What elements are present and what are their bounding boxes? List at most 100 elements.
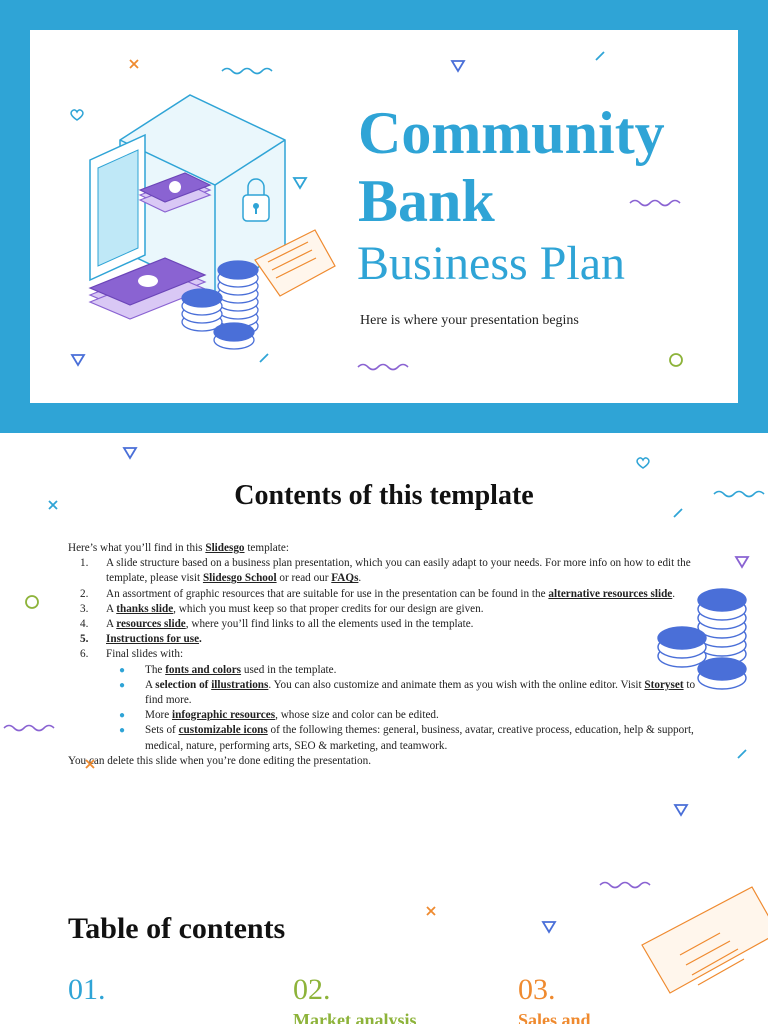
list-number: 6. — [80, 648, 89, 661]
bullet-icon: ● — [119, 679, 126, 691]
customizable-icons-link[interactable]: customizable icons — [178, 724, 268, 737]
dash-icon — [259, 353, 269, 363]
heart-icon — [70, 109, 84, 121]
intro-line: Here’s what you’ll find in this Slidesgo… — [68, 541, 708, 556]
section-label: Market analysis — [293, 1010, 417, 1024]
triangle-icon — [122, 447, 138, 460]
item-text: , which you must keep so that proper cre… — [173, 602, 484, 615]
section-number: 02. — [293, 973, 331, 1006]
receipt-icon — [254, 229, 336, 297]
triangle-icon — [673, 804, 689, 817]
dash-icon — [737, 749, 747, 759]
receipt-icon — [641, 886, 768, 994]
dash-icon — [673, 508, 683, 518]
contents-body: Here’s what you’ll find in this Slidesgo… — [68, 541, 708, 769]
intro-text: template: — [244, 542, 289, 554]
item-text: A — [106, 602, 117, 615]
illustrations-link[interactable]: illustrations — [211, 678, 269, 691]
item-text: A — [106, 618, 117, 631]
list-number: 3. — [80, 602, 89, 615]
item-text: , whose size and color can be edited. — [275, 709, 439, 722]
item-text: A slide structure based on a business pl… — [106, 557, 691, 585]
bullet-item: ● Sets of customizable icons of the foll… — [68, 723, 708, 753]
list-number: 1. — [80, 557, 89, 570]
bullet-item: ● The fonts and colors used in the templ… — [68, 663, 708, 678]
storyset-link[interactable]: Storyset — [644, 678, 684, 691]
subtitle: Business Plan — [357, 237, 626, 290]
item-text: . — [199, 633, 202, 646]
triangle-icon — [541, 921, 557, 934]
instructions-link[interactable]: Instructions for use — [106, 633, 200, 646]
item-text: . — [672, 587, 676, 600]
bullet-icon: ● — [119, 710, 126, 722]
list-item: 6. Final slides with: — [68, 647, 708, 662]
section-number: 03. — [518, 973, 556, 1006]
triangle-icon — [450, 60, 466, 73]
item-text: . — [358, 572, 362, 585]
resources-slide-link[interactable]: resources slide — [116, 618, 186, 631]
infographic-resources-link[interactable]: infographic resources — [172, 709, 276, 722]
item-text: An assortment of graphic resources that … — [106, 587, 549, 600]
cross-icon — [48, 500, 58, 510]
item-text: , where you’ll find links to all the ele… — [185, 618, 474, 631]
triangle-icon — [734, 556, 750, 569]
list-item: 4. A resources slide, where you’ll find … — [68, 617, 708, 632]
cash-stack-icon — [88, 257, 207, 320]
list-number: 5. — [80, 633, 89, 646]
thanks-slide-link[interactable]: thanks slide — [116, 602, 174, 615]
list-item: 5. Instructions for use. — [68, 632, 708, 647]
squiggle-icon — [599, 881, 651, 889]
safe-illustration — [88, 94, 336, 350]
squiggle-icon — [221, 67, 273, 75]
squiggle-icon — [3, 724, 55, 732]
section-number: 01. — [68, 973, 106, 1006]
title-slide: Community Bank Business Plan Here is whe… — [0, 0, 768, 433]
tagline: Here is where your presentation begins — [360, 313, 579, 328]
item-text: selection of — [155, 678, 212, 691]
item-text: to find more. — [145, 678, 696, 707]
list-number: 4. — [80, 618, 89, 631]
faqs-link[interactable]: FAQs — [331, 572, 359, 585]
cross-icon — [85, 759, 95, 769]
item-text: . You can also customize and animate the… — [268, 678, 645, 691]
title-line-1: Community — [358, 100, 665, 166]
title-line-2: Bank — [358, 168, 495, 234]
squiggle-icon — [357, 363, 409, 371]
toc-heading: Table of contents — [68, 912, 286, 945]
coin-stack-icon — [657, 588, 747, 690]
list-item: 1. A slide structure based on a business… — [68, 556, 708, 586]
item-text: Final slides with: — [106, 648, 184, 661]
lock-icon — [242, 178, 270, 222]
contents-heading: Contents of this template — [234, 480, 534, 511]
alternative-resources-link[interactable]: alternative resources slide — [548, 587, 673, 600]
slidesgo-link[interactable]: Slidesgo — [205, 542, 245, 554]
table-of-contents-slide: Table of contents 01. 02. Market analysi… — [0, 863, 768, 1024]
squiggle-icon — [713, 490, 765, 498]
section-label: Sales and — [518, 1010, 591, 1024]
bullet-icon: ● — [119, 725, 126, 737]
circle-icon — [25, 595, 39, 609]
heart-icon — [636, 457, 650, 469]
slidesgo-school-link[interactable]: Slidesgo School — [202, 572, 277, 585]
item-text: The — [145, 663, 166, 676]
item-text: or read our — [276, 572, 332, 585]
item-text: of the following themes: general, busine… — [145, 724, 694, 752]
coin-stack-icon — [181, 260, 259, 350]
fonts-colors-link[interactable]: fonts and colors — [165, 663, 242, 676]
list-number: 2. — [80, 587, 89, 600]
bullet-item: ● A selection of illustrations. You can … — [68, 678, 708, 708]
item-text: used in the template. — [241, 663, 337, 676]
circle-icon — [669, 353, 683, 367]
triangle-icon — [70, 354, 86, 367]
cross-icon — [426, 906, 436, 916]
list-item: 2. An assortment of graphic resources th… — [68, 587, 708, 602]
cash-stack-icon — [138, 172, 212, 213]
title-slide-canvas: Community Bank Business Plan Here is whe… — [30, 30, 738, 403]
squiggle-icon — [629, 199, 681, 207]
triangle-icon — [292, 177, 308, 190]
item-text: More — [145, 709, 173, 722]
item-text: Sets of — [145, 724, 179, 737]
contents-slide: Contents of this template Here’s what yo… — [0, 433, 768, 863]
item-text: A — [145, 678, 156, 691]
list-item: 3. A thanks slide, which you must keep s… — [68, 602, 708, 617]
